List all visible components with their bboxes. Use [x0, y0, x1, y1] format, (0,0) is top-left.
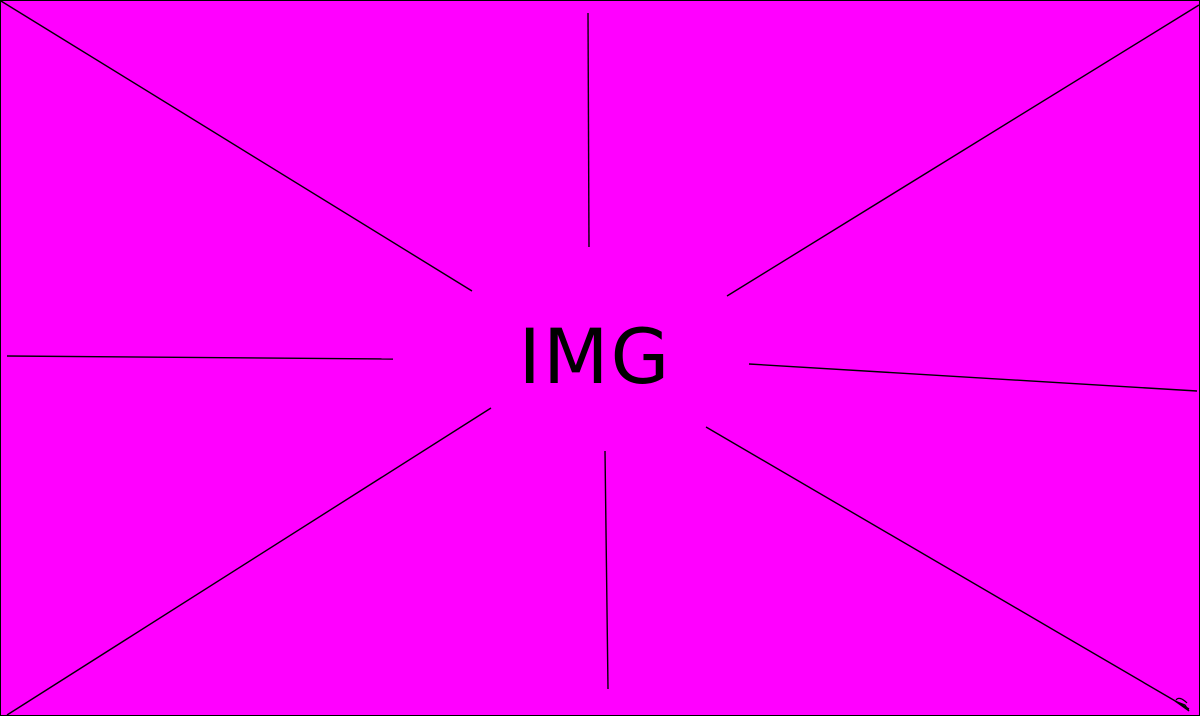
ray-right [748, 363, 1198, 392]
placeholder-label: IMG [518, 312, 672, 401]
ray-bottom-left [6, 407, 492, 716]
ray-top-right [726, 4, 1200, 297]
pen-nib-icon [1174, 697, 1190, 712]
ray-left [6, 355, 394, 360]
ray-top [587, 12, 590, 248]
ray-top-left [1, 1, 473, 292]
ray-bottom [604, 450, 609, 690]
ray-bottom-right [705, 426, 1190, 710]
